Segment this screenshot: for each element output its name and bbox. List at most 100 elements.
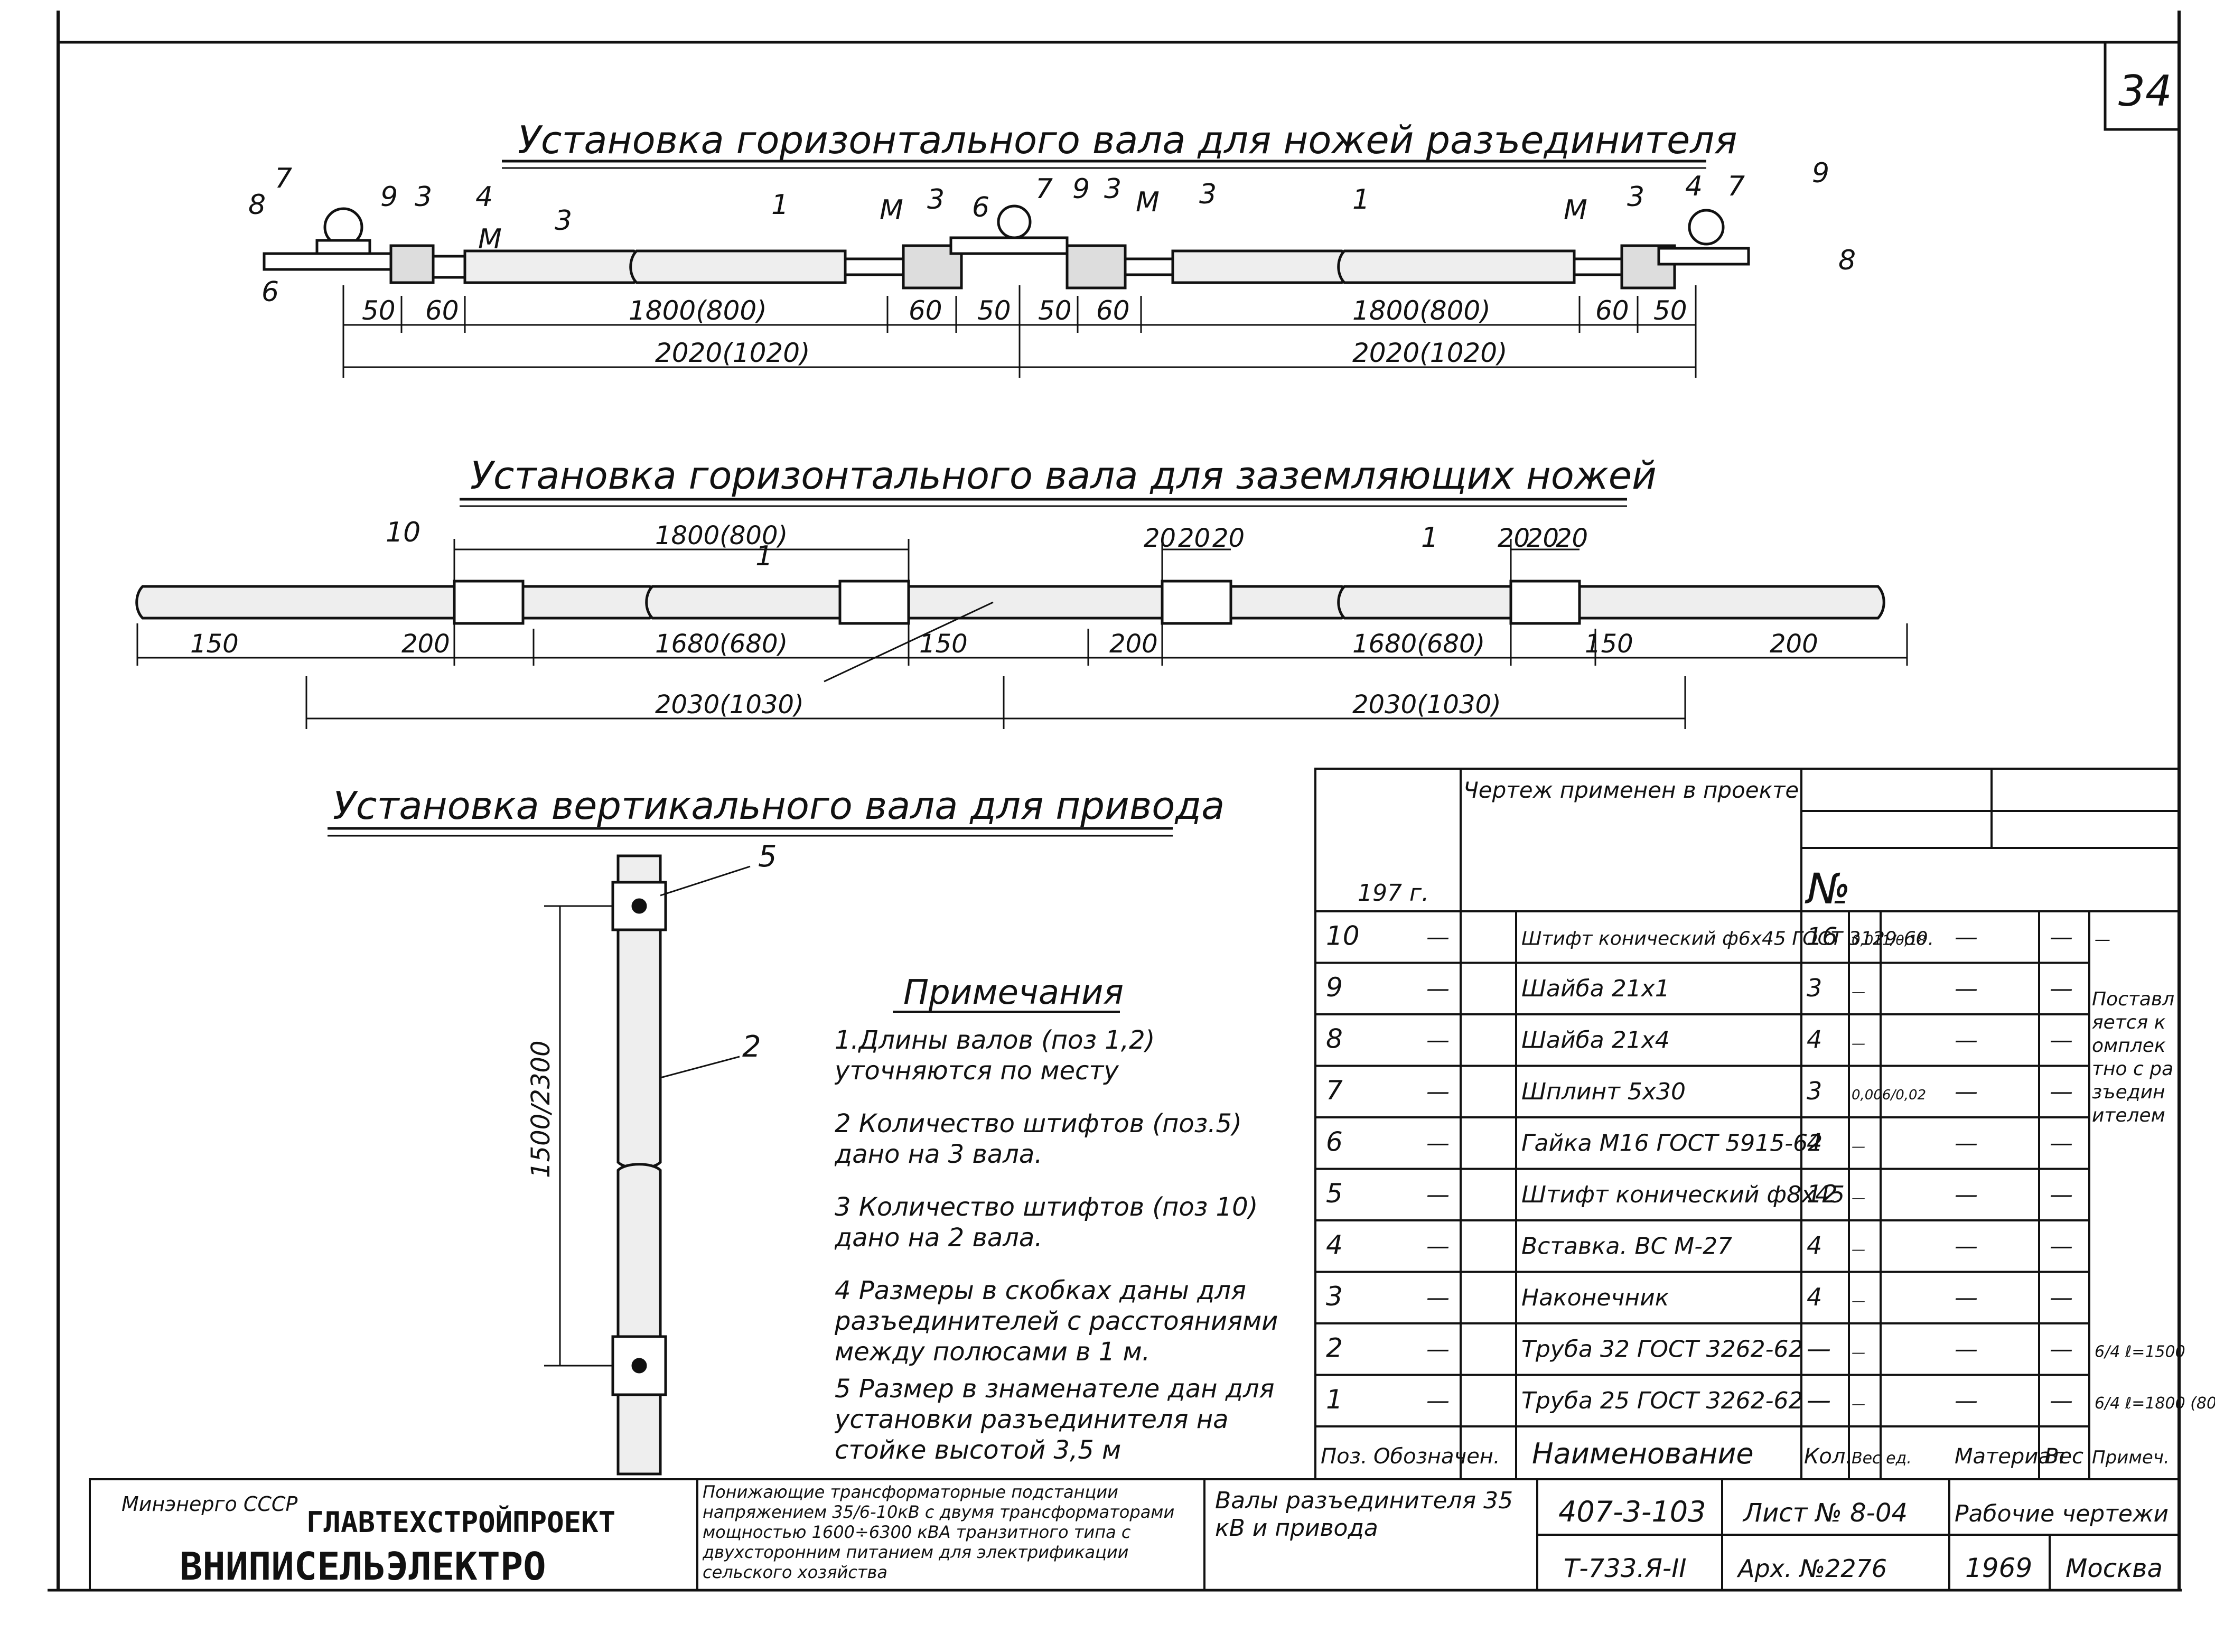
stage: Рабочие чертежи xyxy=(1955,1500,2169,1527)
dim-label: 150 xyxy=(1585,629,1633,659)
earthing-shaft xyxy=(135,580,1885,625)
drawing-name: Валы разъединителя 35 кВ и привода xyxy=(1215,1487,1513,1542)
dim-label: 1800(800) xyxy=(655,521,788,550)
spec-cell-pos: 7 xyxy=(1326,1075,1343,1106)
callout: 1 xyxy=(771,189,789,221)
spec-cell-wt: — xyxy=(1852,1242,1865,1257)
spec-cell-wt: — xyxy=(1852,1035,1865,1051)
vertical-shaft xyxy=(611,854,667,1476)
dim-label: 50 xyxy=(362,295,396,326)
spec-cell-mat: — xyxy=(1955,1336,1978,1362)
callout: 2 xyxy=(742,1030,761,1064)
callout: 3 xyxy=(555,205,572,237)
spec-cell-name: Труба 25 ГОСТ 3262-62 xyxy=(1521,1387,1803,1414)
note-item: 1.Длины валов (поз 1,2) уточняются по ме… xyxy=(835,1025,1155,1086)
spec-cell-mat: — xyxy=(1955,1026,1978,1053)
spec-cell-wt: 0,011/0,18 xyxy=(1852,932,1926,948)
dim-label: 200 xyxy=(1109,629,1158,659)
callout: 3 xyxy=(1199,179,1217,210)
spec-cell-qty: 4 xyxy=(1807,1231,1822,1259)
title-block: Минэнерго СССР ГЛАВТЕХСТРОЙПРОЕКТ ВНИПИС… xyxy=(89,1478,2180,1591)
spec-cell-mat: — xyxy=(1955,1181,1978,1208)
dim-label: 1800(800) xyxy=(1352,295,1491,326)
callout: 4 xyxy=(475,181,493,213)
spec-cell-mass: — xyxy=(2050,1130,2073,1156)
notes-title: Примечания xyxy=(903,973,1124,1012)
dim-label: 1800(800) xyxy=(629,295,767,326)
spec-cell-pos: 2 xyxy=(1326,1332,1343,1363)
dim-label: 150 xyxy=(919,629,968,659)
dim-label: 1680(680) xyxy=(655,629,788,659)
spec-cell-wt: 0,006/0,02 xyxy=(1852,1087,1926,1103)
callout: 6 xyxy=(261,276,279,308)
spec-cell-name: Штифт конический ф6х45 ГОСТ 3129-60. xyxy=(1521,928,1934,949)
spec-cell-des: — xyxy=(1426,1026,1450,1053)
header-note: Примеч. xyxy=(2092,1447,2170,1468)
spec-cell-name: Вставка. ВС М-27 xyxy=(1521,1233,1732,1259)
spec-cell-pos: 6 xyxy=(1326,1126,1343,1157)
year: 1969 xyxy=(1965,1553,2032,1583)
callout: М xyxy=(880,194,903,226)
section-horizontal-shaft-earthing: Установка горизонтального вала для зазем… xyxy=(135,453,1908,729)
spec-cell-mass: — xyxy=(2050,1387,2073,1414)
dim-label: 2020(1020) xyxy=(655,338,810,368)
callout: 1 xyxy=(1352,184,1370,216)
spec-cell-pos: 9 xyxy=(1326,972,1343,1003)
number-sign: № xyxy=(1805,864,1850,913)
callout: 9 xyxy=(1072,173,1090,205)
spec-cell-mass: — xyxy=(2050,1078,2073,1105)
order-number: Арх. №2276 xyxy=(1736,1554,1887,1583)
spec-cell-des: — xyxy=(1426,1130,1450,1156)
spec-cell-name: Труба 32 ГОСТ 3262-62 xyxy=(1521,1336,1803,1362)
spec-cell-wt: — xyxy=(1852,1190,1865,1206)
callout: 3 xyxy=(1104,173,1121,205)
spec-cell-des: — xyxy=(1426,1233,1450,1259)
spec-cell-qty: 12 xyxy=(1807,1180,1838,1208)
city: Москва xyxy=(2066,1554,2163,1583)
side-note: Поставляется комплектно с разъединителем xyxy=(2092,988,2175,1126)
callout: 3 xyxy=(1627,181,1644,213)
spec-row: 6—Гайка М16 ГОСТ 5915-624——— xyxy=(1326,1126,2073,1157)
spec-cell-mat: — xyxy=(1955,1284,1978,1311)
section1-callouts: 7 8 9 3 4 6 М 3 1 М 3 6 7 9 3 М 3 1 М 3 … xyxy=(248,157,1856,308)
callout: 3 xyxy=(927,184,945,216)
spec-cell-wt: — xyxy=(1852,984,1865,1000)
spec-cell-mass: — xyxy=(2050,1026,2073,1053)
spec-cell-name: Наконечник xyxy=(1521,1284,1669,1311)
dim-label: 60 xyxy=(425,295,459,326)
drawing-code: 407-3-103 xyxy=(1558,1495,1706,1528)
spec-cell-mass: — xyxy=(2050,975,2073,1002)
dim-label: 150 xyxy=(190,629,239,659)
org-glavtekhstroiproekt: ГЛАВТЕХСТРОЙПРОЕКТ xyxy=(306,1506,615,1539)
dim-label: 20 xyxy=(1556,524,1588,553)
section2-dim-labels: 1800(800) 20 20 20 20 20 20 150 200 1680… xyxy=(190,521,1818,720)
section1-title: Установка горизонтального вала для ножей… xyxy=(518,118,1737,162)
section-vertical-shaft-drive: Установка вертикального вала для привода… xyxy=(328,783,1225,1476)
spec-headers: Поз. Обозначен. Наименование Кол. Вес ед… xyxy=(1321,1437,2170,1470)
callout: М xyxy=(1136,186,1160,218)
spec-cell-mat: — xyxy=(1955,975,1978,1002)
spec-cell-des: — xyxy=(1426,1387,1450,1414)
header-name: Наименование xyxy=(1532,1437,1754,1470)
header-qty: Кол. xyxy=(1804,1444,1852,1469)
dim-label: 20 xyxy=(1144,524,1176,553)
callout: 10 xyxy=(386,517,420,548)
section1-dim-labels: 50 60 1800(800) 60 50 50 60 1800(800) 60… xyxy=(362,295,1687,368)
project-name: Понижающие трансформаторные подстанции н… xyxy=(703,1482,1175,1582)
callout: М xyxy=(478,223,502,255)
spec-cell-mass: — xyxy=(2050,1233,2073,1259)
header-weight-unit: Вес ед. xyxy=(1852,1449,1912,1468)
spec-cell-des: — xyxy=(1426,1078,1450,1105)
spec-cell-mat: — xyxy=(1955,1130,1978,1156)
spec-cell-pos: 3 xyxy=(1326,1281,1343,1312)
dim-label: 20 xyxy=(1178,524,1210,553)
note-item: 3 Количество штифтов (поз 10) дано на 2 … xyxy=(835,1192,1258,1253)
spec-row: 10—Штифт конический ф6х45 ГОСТ 3129-60.1… xyxy=(1326,920,2110,951)
spec-cell-mass: — xyxy=(2050,1181,2073,1208)
spec-cell-qty: 16 xyxy=(1807,922,1838,950)
